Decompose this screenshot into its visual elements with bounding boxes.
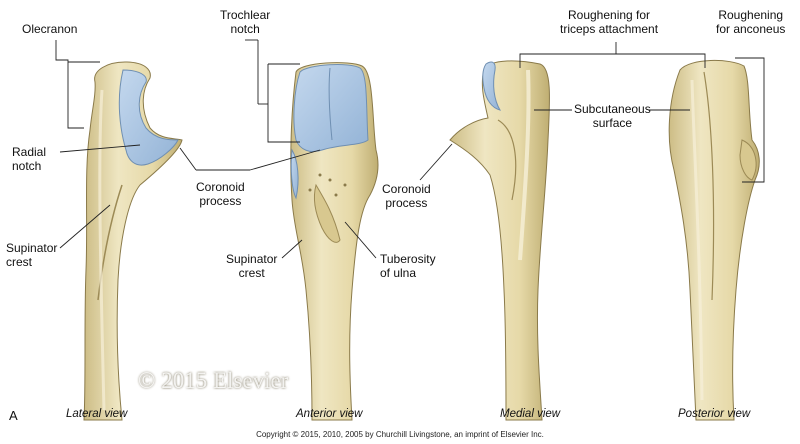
anterior-tuberosity <box>313 183 341 243</box>
caption-lateral-view: Lateral view <box>66 408 128 420</box>
lateral-trochlear-cartilage <box>118 69 179 166</box>
medial-subcutaneous-ridge <box>518 69 531 261</box>
medial-view-bone <box>449 60 551 421</box>
caption-medial-view: Medial view <box>500 408 561 420</box>
posterior-anconeus-roughening <box>739 139 757 181</box>
posterior-view-bone <box>668 59 760 421</box>
panel-letter: A <box>9 408 18 423</box>
caption-anterior-view: Anterior view <box>296 408 363 420</box>
label-olecranon: Olecranon <box>22 22 78 36</box>
anterior-coronoid-cartilage <box>290 148 299 200</box>
posterior-ulna-shaft <box>668 59 760 421</box>
lateral-view-bone <box>83 61 183 421</box>
medial-trochlear-cartilage <box>482 61 502 111</box>
copyright-notice: Copyright © 2015, 2010, 2005 by Churchil… <box>256 430 544 439</box>
caption-posterior-view: Posterior view <box>678 408 751 420</box>
medial-ulna-shaft <box>449 60 551 421</box>
watermark: © 2015 Elsevier <box>138 368 289 393</box>
anterior-view-bone <box>290 62 379 421</box>
anterior-trochlear-cartilage <box>293 64 369 153</box>
leader-lines <box>55 39 765 259</box>
